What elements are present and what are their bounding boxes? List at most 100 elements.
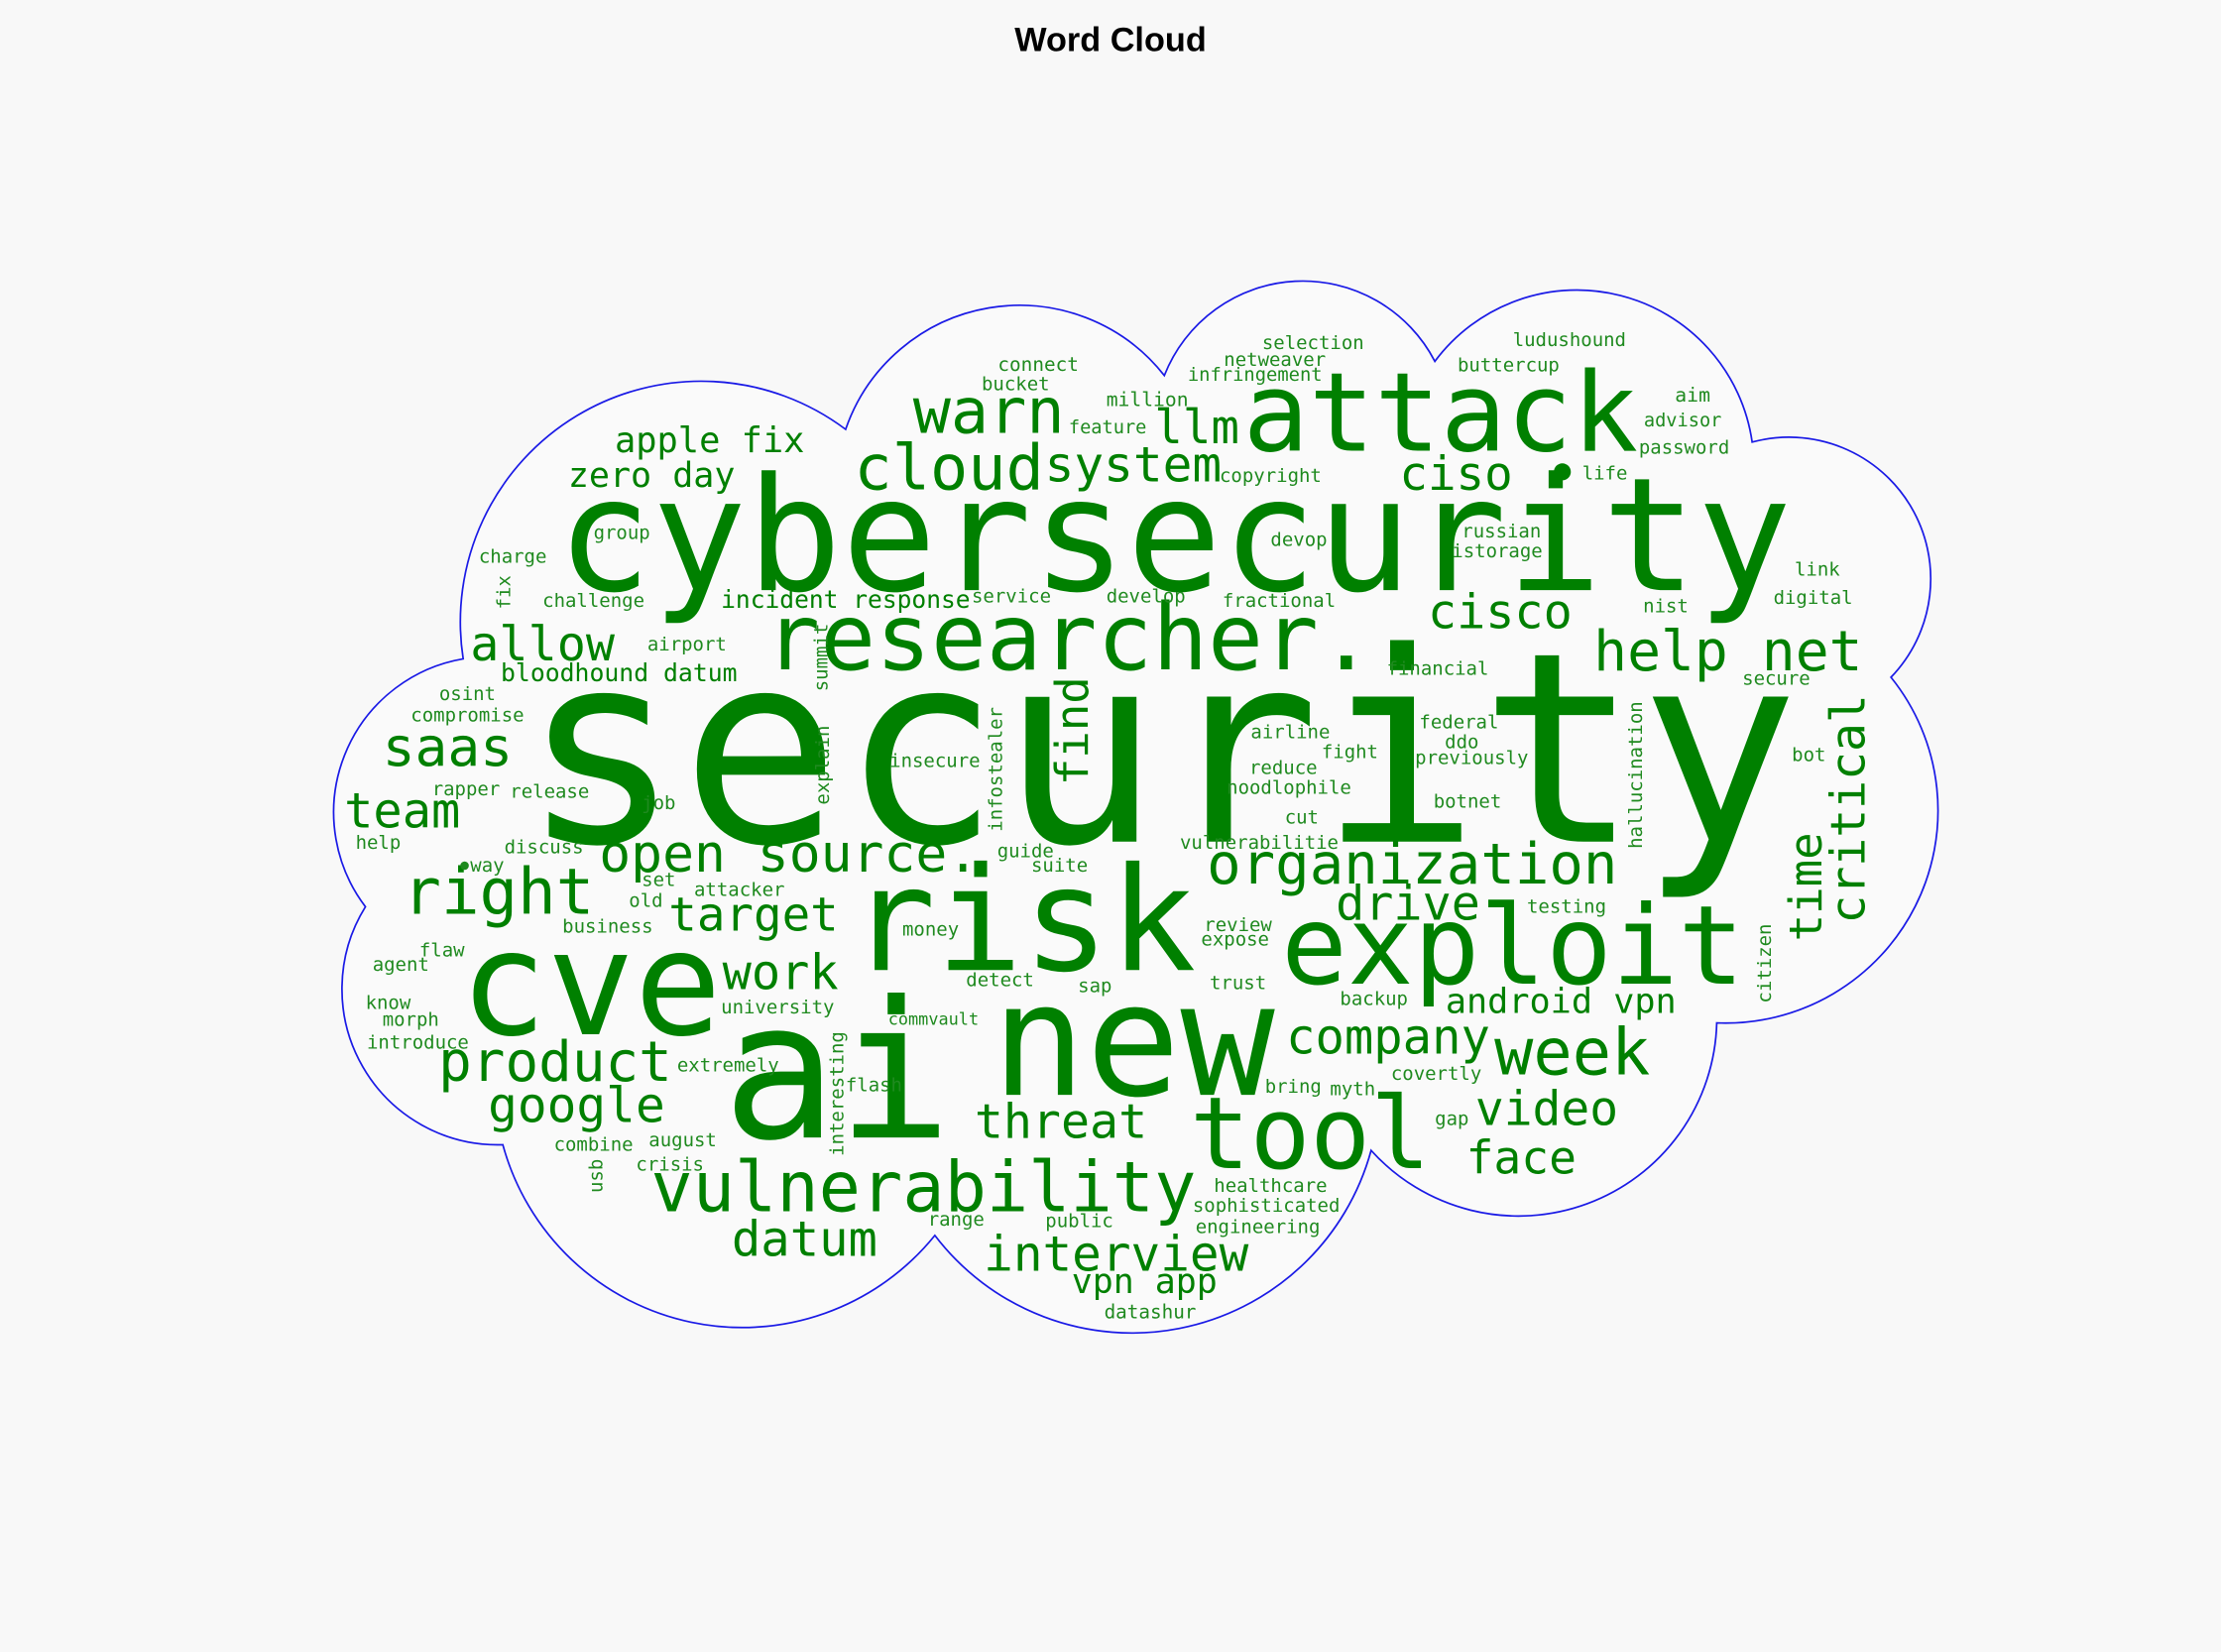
word-zero-day: zero day <box>568 456 736 496</box>
word-target: target <box>668 888 838 943</box>
word-cybersecurity: cybersecurity <box>556 443 1792 628</box>
word-security: security <box>522 597 1800 905</box>
word-llm: llm <box>1154 401 1239 455</box>
word-advisor: advisor <box>1644 411 1722 431</box>
word-public: public <box>1045 1211 1113 1233</box>
word-interesting: interesting <box>826 1031 848 1156</box>
word-week: week <box>1494 1015 1650 1091</box>
word-saas: saas <box>383 715 513 778</box>
word-vulnerability: vulnerability <box>650 1146 1196 1228</box>
word-copyright: copyright <box>1220 465 1322 487</box>
word-selection: selection <box>1262 332 1364 354</box>
word-fight: fight <box>1322 742 1378 764</box>
word-discuss: discuss <box>505 836 584 858</box>
word-myth: myth <box>1330 1079 1375 1101</box>
word-covertly: covertly <box>1391 1063 1481 1085</box>
cloud-outline <box>332 280 1939 1335</box>
word-link: link <box>1795 558 1840 580</box>
word-new: new <box>992 950 1276 1132</box>
word-summit: summit <box>811 624 833 692</box>
word-set: set <box>642 869 675 890</box>
word-agent: agent <box>373 954 429 976</box>
word-old: old <box>629 890 662 912</box>
word-healthcare: healthcare <box>1214 1175 1327 1197</box>
word-netweaver: netweaver <box>1224 349 1326 371</box>
word-researcher: researcher. <box>764 584 1373 691</box>
word-ddo: ddo <box>1445 732 1478 754</box>
word-insecure: insecure <box>889 750 980 771</box>
word-interview: interview <box>984 1225 1248 1282</box>
word-digital: digital <box>1774 587 1853 609</box>
word-help-net: help net <box>1593 620 1862 684</box>
word-extremely: extremely <box>677 1054 779 1076</box>
word-allow: allow <box>470 617 616 672</box>
word-time: time <box>1780 832 1832 941</box>
word-suite: suite <box>1031 855 1088 877</box>
word-open-source: open source. <box>599 824 979 885</box>
word-expose: expose <box>1201 928 1269 950</box>
word-right: right <box>403 856 594 930</box>
word-develop: develop <box>1107 586 1186 608</box>
word-crisis: crisis <box>636 1153 704 1175</box>
word-financial: financial <box>1387 657 1489 679</box>
word-federal: federal <box>1419 712 1498 734</box>
word-ciso: ciso <box>1399 447 1512 502</box>
word-engineering: engineering <box>1196 1216 1321 1238</box>
word-airline: airline <box>1250 722 1330 744</box>
word-attack: attack <box>1243 350 1639 477</box>
word-university: university <box>721 997 834 1018</box>
word-drive: drive <box>1336 877 1480 932</box>
word-usb: usb <box>585 1159 607 1193</box>
word-secure: secure <box>1742 667 1811 689</box>
word-hallucination: hallucination <box>1625 701 1647 849</box>
word-find: find <box>1046 676 1099 785</box>
word-airport: airport <box>647 634 727 655</box>
word-charge: charge <box>479 546 547 568</box>
word-combine: combine <box>554 1133 634 1155</box>
word-reduce: reduce <box>1249 757 1318 778</box>
word-million: million <box>1107 389 1189 412</box>
word-detect: detect <box>966 970 1034 992</box>
word-life: life <box>1582 462 1628 484</box>
dot-mark <box>1554 463 1572 481</box>
word-explain: explain <box>812 726 834 805</box>
word-fix: fix <box>494 575 516 609</box>
word-tool: tool <box>1190 1075 1431 1192</box>
word-organization: organization <box>1207 831 1617 897</box>
word-ai: ai <box>723 962 952 1183</box>
word-august: august <box>648 1129 717 1151</box>
word-password: password <box>1639 437 1729 459</box>
word-previously: previously <box>1415 747 1528 768</box>
word-review: review <box>1204 914 1272 936</box>
word-vpn-app: vpn app <box>1072 1262 1218 1302</box>
word-datum: datum <box>732 1212 877 1268</box>
word-business: business <box>562 915 652 937</box>
word-ludushound: ludushound <box>1513 329 1626 351</box>
word-sophisticated: sophisticated <box>1193 1195 1341 1217</box>
word-morph: morph <box>383 1009 439 1031</box>
word-risk: risk <box>849 837 1196 1004</box>
word-infostealer: infostealer <box>985 707 1006 832</box>
word-introduce: introduce <box>367 1032 469 1054</box>
word-cve: cve <box>460 900 722 1069</box>
dot-mark <box>460 861 469 871</box>
word-group: group <box>594 522 650 543</box>
word-rapper: rapper <box>432 778 501 800</box>
word-release: release <box>510 781 589 803</box>
word-face: face <box>1466 1130 1577 1184</box>
word-botnet: botnet <box>1434 791 1502 813</box>
word-video: video <box>1475 1082 1618 1137</box>
word-bot: bot <box>1792 745 1825 767</box>
word-critical: critical <box>1820 694 1876 923</box>
word-job: job <box>642 792 675 814</box>
word-buttercup: buttercup <box>1458 355 1560 377</box>
word-range: range <box>928 1209 985 1231</box>
word-feature: feature <box>1069 417 1147 438</box>
word-backup: backup <box>1340 988 1408 1009</box>
word-google: google <box>488 1076 665 1133</box>
word-way: way <box>470 855 504 877</box>
word-russian: russian <box>1461 521 1541 542</box>
word-osint: osint <box>439 683 496 705</box>
